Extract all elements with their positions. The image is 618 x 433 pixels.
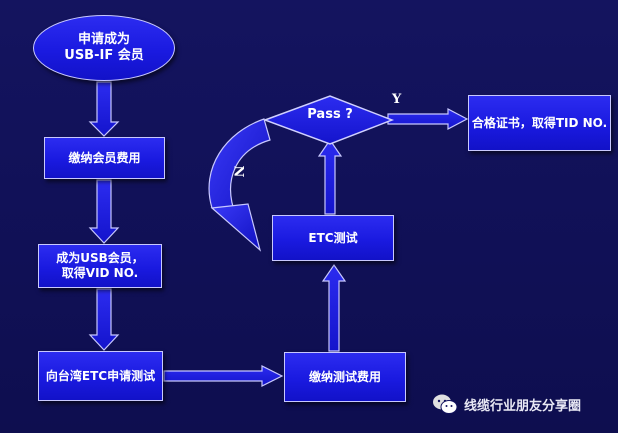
step-pay-test-fee-label: 缴纳测试费用: [308, 369, 381, 384]
step-etc-test-label: ETC测试: [308, 230, 358, 245]
step-become-member-line1: 成为USB会员，: [56, 251, 144, 265]
start-node-apply-membership: 申请成为 USB-IF 会员: [33, 15, 175, 81]
step-pay-test-fee: 缴纳测试费用: [284, 352, 406, 402]
arrow-start-to-pay: [88, 81, 120, 137]
wechat-icon: [433, 394, 458, 414]
watermark-text: 线缆行业朋友分享圈: [464, 398, 582, 414]
step-apply-etc-test-label: 向台湾ETC申请测试: [45, 368, 156, 383]
arrow-pass-to-cert: [387, 108, 469, 130]
decision-diamond: [262, 95, 395, 145]
step-become-member: 成为USB会员， 取得VID NO.: [38, 244, 162, 288]
watermark: 线缆行业朋友分享圈: [432, 393, 581, 415]
step-apply-etc-test: 向台湾ETC申请测试: [38, 351, 163, 401]
step-certificate: 合格证书，取得TID NO.: [468, 95, 611, 151]
start-node-line1: 申请成为: [77, 31, 130, 47]
edge-label-yes: Y: [392, 92, 402, 107]
arrow-member-to-apply: [88, 288, 120, 351]
step-certificate-label: 合格证书，取得TID NO.: [471, 115, 608, 130]
step-become-member-line2: 取得VID NO.: [61, 266, 139, 280]
step-pay-membership-fee-label: 缴纳会员费用: [68, 150, 141, 165]
arrow-testfee-to-etc: [321, 263, 347, 352]
arrow-pay-to-member: [88, 179, 120, 244]
step-etc-test: ETC测试: [272, 215, 394, 261]
decision-pass-label: Pass ?: [307, 107, 353, 122]
start-node-line2: USB-IF 会员: [64, 48, 144, 63]
step-pay-membership-fee: 缴纳会员费用: [44, 137, 165, 179]
arrow-fail-head: [210, 203, 262, 252]
arrow-etc-to-pass: [317, 138, 343, 215]
edge-label-no: N: [230, 165, 246, 178]
arrow-apply-to-testfee: [163, 365, 284, 387]
